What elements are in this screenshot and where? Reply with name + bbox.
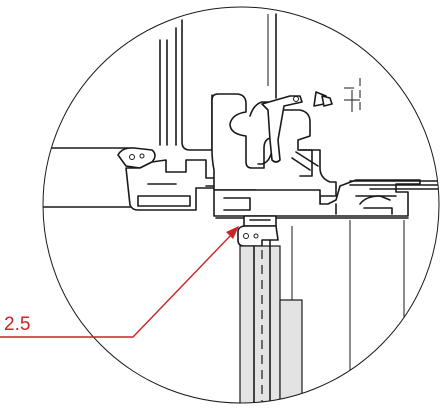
lower-frame-profile: [213, 179, 439, 403]
callout-arrowhead: [226, 226, 239, 239]
callout-leader-line: [0, 233, 233, 338]
wall-lines: [43, 147, 136, 208]
callout-label: 2.5: [4, 314, 30, 335]
callout-2-5: 2.5: [0, 226, 239, 338]
detail-lens-outline: [42, 6, 440, 404]
transom-profile: [211, 91, 357, 215]
detail-view: [43, 13, 439, 403]
upper-sash-profile: [159, 13, 277, 151]
lower-sash-profile: [237, 215, 303, 403]
dimension-mark: [344, 78, 361, 112]
sill-profile: [117, 147, 237, 211]
